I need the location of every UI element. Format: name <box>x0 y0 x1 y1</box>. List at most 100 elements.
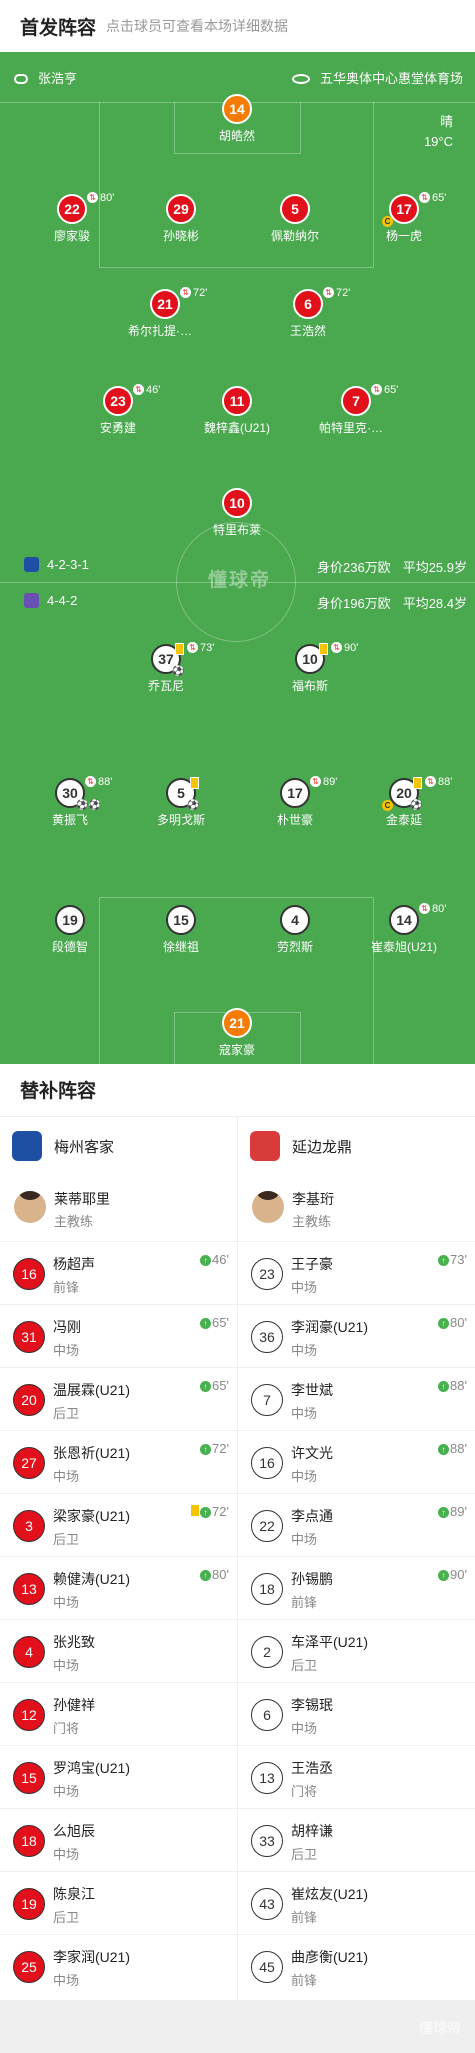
substitute-number: 7 <box>251 1384 283 1416</box>
substitute-position: 前锋 <box>53 1280 80 1295</box>
substitute-name: 张恩祈(U21) <box>53 1445 131 1461</box>
substitute-number: 13 <box>13 1573 45 1605</box>
substitution-time: ⇅88' <box>425 776 452 788</box>
player-name: 安勇建 <box>99 421 136 435</box>
substitute-number: 3 <box>13 1510 45 1542</box>
substitute-name: 李家润(U21) <box>53 1949 131 1965</box>
sub-minute: 73' <box>200 642 215 654</box>
away-team-badge <box>250 1131 280 1161</box>
player-number: 17 <box>389 194 419 224</box>
player-name: 乔瓦尼 <box>147 679 184 693</box>
sub-in-time: ↑90' <box>438 1567 467 1582</box>
player-name: 多明戈斯 <box>156 813 205 827</box>
substitute-number: 4 <box>13 1636 45 1668</box>
away-age: 平均28.4岁 <box>402 596 467 611</box>
player-name: 福布斯 <box>291 679 328 693</box>
sub-in-icon: ↑ <box>438 1381 450 1392</box>
coach-name: 莱蒂耶里 <box>54 1191 110 1207</box>
substitute-position: 中场 <box>291 1280 318 1295</box>
player-number: 14 <box>389 905 419 935</box>
away-team-header[interactable]: 延边龙鼎 <box>238 1117 475 1173</box>
substitution-time: ⇅90' <box>331 642 358 654</box>
player-number: 11 <box>222 386 252 416</box>
substitute-position: 中场 <box>53 1784 80 1799</box>
away-team-icon <box>24 593 39 608</box>
sub-in-time: ↑65' <box>200 1378 229 1393</box>
sub-minute: 88' <box>438 776 453 788</box>
substitute-position: 中场 <box>291 1343 318 1358</box>
sub-in-icon: ↑ <box>200 1318 212 1329</box>
player-name: 寇家豪 <box>218 1043 255 1057</box>
substitute-name: 张兆致 <box>53 1634 95 1650</box>
substitution-time: ⇅80' <box>87 192 114 204</box>
substitute-number: 25 <box>13 1951 45 1983</box>
player-name: 金泰延 <box>385 813 422 827</box>
sub-off-icon: ⇅ <box>425 776 436 787</box>
home-formation-text: 4-2-3-1 <box>47 557 89 572</box>
home-formation: 4-2-3-1 <box>24 557 89 572</box>
player-number: 6 <box>293 289 323 319</box>
substitute-number: 20 <box>13 1384 45 1416</box>
captain-badge: C <box>382 216 393 227</box>
home-coach[interactable]: 莱蒂耶里 主教练 <box>0 1177 237 1241</box>
substitute-name: 陈泉江 <box>53 1886 95 1902</box>
sub-in-minute: 89' <box>450 1504 467 1519</box>
sub-in-time: ↑88' <box>438 1378 467 1393</box>
sub-minute: 65' <box>384 384 399 396</box>
yellow-card-icon <box>319 643 328 655</box>
player-name: 黄振飞 <box>51 813 88 827</box>
player-name: 廖家骏 <box>53 229 90 243</box>
player-name: 劳烈斯 <box>276 940 313 954</box>
home-team-icon <box>24 557 39 572</box>
away-coach[interactable]: 李基珩 主教练 <box>238 1177 475 1241</box>
home-team-header[interactable]: 梅州客家 <box>0 1117 237 1173</box>
sub-in-time: ↑72' <box>200 1441 229 1456</box>
